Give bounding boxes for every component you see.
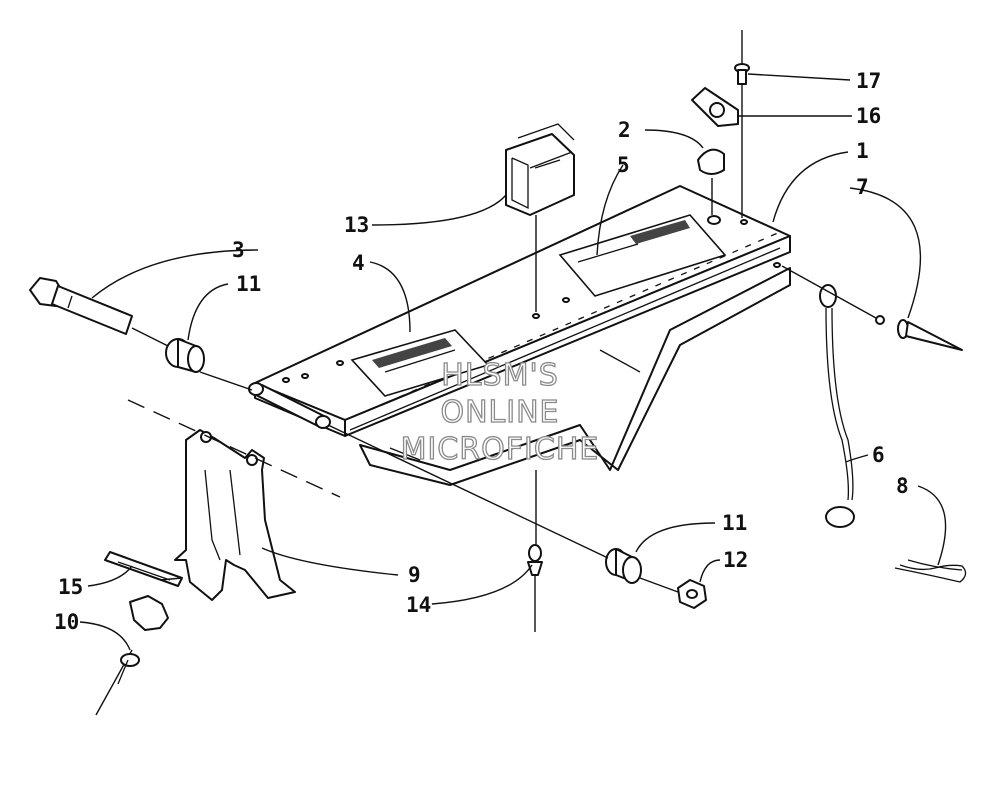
rivet-10 xyxy=(95,595,169,716)
callout-11-right: 11 xyxy=(722,511,747,535)
callout-1: 1 xyxy=(856,139,869,163)
callout-6: 6 xyxy=(872,443,885,467)
clip-13 xyxy=(505,123,575,216)
callout-15: 15 xyxy=(58,575,83,599)
decal-4 xyxy=(350,329,490,397)
nut-12 xyxy=(677,579,707,609)
pin-14 xyxy=(527,544,543,632)
callout-13: 13 xyxy=(344,213,369,237)
callout-7: 7 xyxy=(856,175,869,199)
plate-15 xyxy=(104,551,183,587)
callout-5: 5 xyxy=(617,153,630,177)
callout-17: 17 xyxy=(856,69,881,93)
watermark-line-3: MICROFICHE xyxy=(401,432,600,467)
watermark-line-1: HLSM'S xyxy=(441,358,559,393)
callout-9: 9 xyxy=(408,563,421,587)
decal-5 xyxy=(558,214,727,297)
callouts: 1 2 3 4 5 6 7 8 9 10 11 11 12 13 14 15 1… xyxy=(54,69,909,634)
assembly-lines xyxy=(127,84,877,593)
callout-4: 4 xyxy=(352,251,365,275)
bracket-9 xyxy=(174,429,296,601)
callout-14: 14 xyxy=(406,593,431,617)
cable-6 xyxy=(819,284,855,528)
bushing-11-right xyxy=(605,548,642,584)
watermark-line-2: ONLINE xyxy=(440,395,559,430)
callout-12: 12 xyxy=(723,548,748,572)
clip-8 xyxy=(894,559,967,583)
bumper-2 xyxy=(697,148,725,175)
callout-8: 8 xyxy=(896,474,909,498)
leader-lines xyxy=(79,73,947,651)
bolt-3 xyxy=(29,277,133,335)
callout-16: 16 xyxy=(856,104,881,128)
callout-11-left: 11 xyxy=(236,272,261,296)
callout-10: 10 xyxy=(54,610,79,634)
callout-3: 3 xyxy=(232,238,245,262)
rivet-17 xyxy=(734,30,750,85)
bushing-11-left xyxy=(165,338,205,373)
bracket-16 xyxy=(691,87,739,127)
callout-2: 2 xyxy=(618,118,631,142)
watermark: HLSM'S ONLINE MICROFICHE xyxy=(400,357,600,467)
pin-7 xyxy=(875,315,963,351)
